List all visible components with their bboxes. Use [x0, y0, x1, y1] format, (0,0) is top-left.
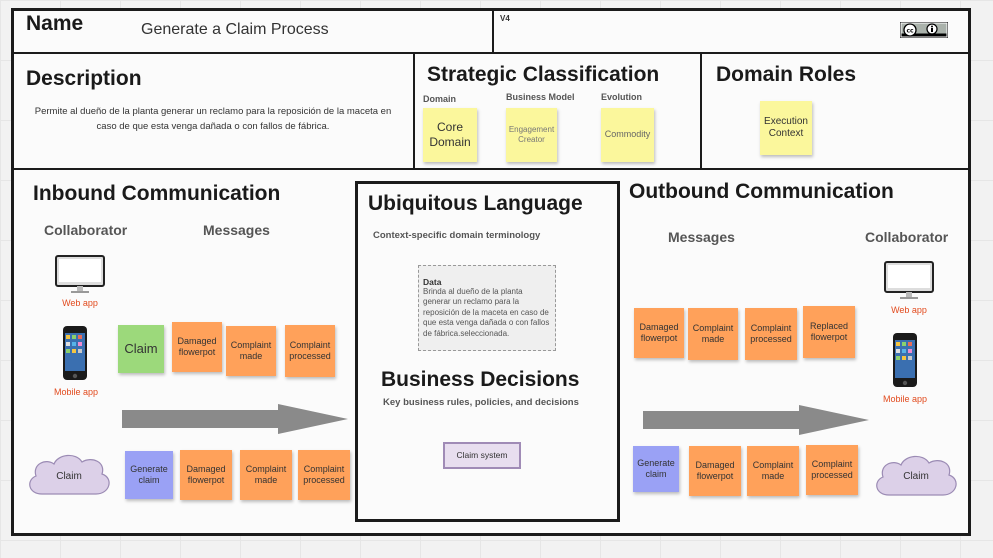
domain-label: Domain [423, 94, 457, 104]
business-model-label: Business Model [506, 92, 575, 102]
version-label: V4 [500, 14, 510, 23]
desc-strategic-divider [413, 52, 415, 169]
outbound-message-note[interactable]: Damaged flowerpot [634, 308, 684, 358]
outbound-message-note[interactable]: Complaint processed [806, 445, 858, 495]
inbound-cloud-label: Claim [56, 471, 82, 482]
strategic-roles-divider [700, 52, 702, 169]
data-glossary-card[interactable]: Data Brinda al dueño de la planta genera… [418, 265, 556, 351]
domain-roles-heading: Domain Roles [716, 63, 857, 86]
smartphone-icon [892, 332, 918, 388]
data-glossary-text: Brinda al dueño de la planta generar un … [423, 287, 550, 338]
claim-system-card[interactable]: Claim system [443, 442, 521, 469]
outbound-heading: Outbound Communication [629, 180, 894, 203]
inbound-message-note[interactable]: Damaged flowerpot [180, 450, 232, 500]
name-heading: Name [26, 12, 84, 35]
monitor-icon [884, 261, 934, 301]
inbound-message-note[interactable]: Complaint processed [298, 450, 350, 500]
ubiquitous-language-heading: Ubiquitous Language [368, 192, 583, 215]
outbound-cloud-label: Claim [903, 471, 929, 482]
domain-sticky-note[interactable]: Core Domain [423, 108, 477, 162]
inbound-message-note[interactable]: Claim [118, 325, 164, 373]
top-section-divider [11, 168, 971, 170]
inbound-web-app-label: Web app [62, 298, 98, 308]
outbound-mobile-app-label: Mobile app [882, 394, 928, 404]
outbound-cloud-shape [868, 451, 964, 503]
inbound-collaborator-label: Collaborator [44, 222, 128, 238]
header-divider [11, 52, 971, 54]
business-decisions-subtitle: Key business rules, policies, and decisi… [383, 397, 579, 408]
inbound-messages-label: Messages [203, 222, 270, 238]
smartphone-icon [62, 325, 88, 381]
outbound-web-app-label: Web app [891, 305, 927, 315]
data-glossary-title: Data [423, 277, 442, 287]
outbound-message-note[interactable]: Complaint made [688, 308, 738, 360]
business-decisions-heading: Business Decisions [381, 368, 580, 391]
business-model-sticky-note[interactable]: Engagement Creator [506, 108, 557, 162]
inbound-arrow [122, 404, 352, 434]
canvas-name: Generate a Claim Process [141, 21, 329, 38]
domain-role-sticky-note[interactable]: Execution Context [760, 101, 812, 155]
inbound-mobile-app-label: Mobile app [53, 387, 99, 397]
outbound-message-note[interactable]: Replaced flowerpot [803, 306, 855, 358]
outbound-messages-label: Messages [668, 229, 735, 245]
inbound-message-note[interactable]: Generate claim [125, 451, 173, 499]
outbound-arrow [643, 405, 873, 435]
inbound-message-note[interactable]: Complaint made [240, 450, 292, 500]
name-version-divider [492, 8, 494, 53]
inbound-message-note[interactable]: Complaint processed [285, 325, 335, 377]
outbound-message-note[interactable]: Damaged flowerpot [689, 446, 741, 496]
outbound-message-note[interactable]: Generate claim [633, 446, 679, 492]
evolution-label: Evolution [601, 92, 642, 102]
outbound-message-note[interactable]: Complaint processed [745, 308, 797, 360]
inbound-cloud-shape [22, 450, 116, 502]
monitor-icon [55, 255, 105, 295]
outbound-collaborator-label: Collaborator [865, 229, 949, 245]
cc-by-icon: cc [899, 21, 949, 39]
description-heading: Description [26, 67, 142, 90]
evolution-sticky-note[interactable]: Commodity [601, 108, 654, 162]
outbound-message-note[interactable]: Complaint made [747, 446, 799, 496]
inbound-message-note[interactable]: Complaint made [226, 326, 276, 376]
inbound-message-note[interactable]: Damaged flowerpot [172, 322, 222, 372]
svg-text:cc: cc [906, 28, 914, 35]
ubiquitous-language-subtitle: Context-specific domain terminology [373, 230, 541, 241]
strategic-classification-heading: Strategic Classification [427, 63, 660, 86]
inbound-heading: Inbound Communication [33, 182, 281, 205]
description-text: Permite al dueño de la planta generar un… [34, 106, 392, 133]
